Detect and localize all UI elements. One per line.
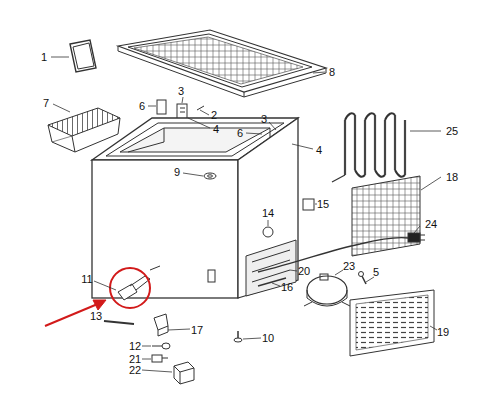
callout-number: 4 xyxy=(316,144,322,156)
callout-number: 5 xyxy=(373,266,379,278)
callout-number: 10 xyxy=(262,332,274,344)
callout-number: 22 xyxy=(129,364,141,376)
callout-number: 16 xyxy=(281,281,293,293)
callout-number: 21 xyxy=(129,353,141,365)
callout-number: 1 xyxy=(41,51,47,63)
callout-number: 15 xyxy=(317,198,329,210)
callout-number: 12 xyxy=(129,340,141,352)
callout-number: 8 xyxy=(329,66,335,78)
callout-number: 20 xyxy=(298,265,310,277)
callout-number: 24 xyxy=(425,218,437,230)
callout-number: 2 xyxy=(211,109,217,121)
callout-number: 6 xyxy=(139,100,145,112)
callout-number: 25 xyxy=(446,125,458,137)
callout-number: 3 xyxy=(178,85,184,97)
callout-number: 7 xyxy=(43,97,49,109)
callout-number: 14 xyxy=(262,207,274,219)
callout-number: 3 xyxy=(261,113,267,125)
callout-number: 23 xyxy=(343,260,355,272)
callout-number: 6 xyxy=(237,127,243,139)
callout-number: 19 xyxy=(437,326,449,338)
callout-number: 18 xyxy=(446,171,458,183)
callout-number: 13 xyxy=(90,310,102,322)
callout-number: 4 xyxy=(213,123,219,135)
callout-number: 17 xyxy=(191,324,203,336)
callout-number: 11 xyxy=(81,273,92,285)
callout-number: 9 xyxy=(174,166,180,178)
